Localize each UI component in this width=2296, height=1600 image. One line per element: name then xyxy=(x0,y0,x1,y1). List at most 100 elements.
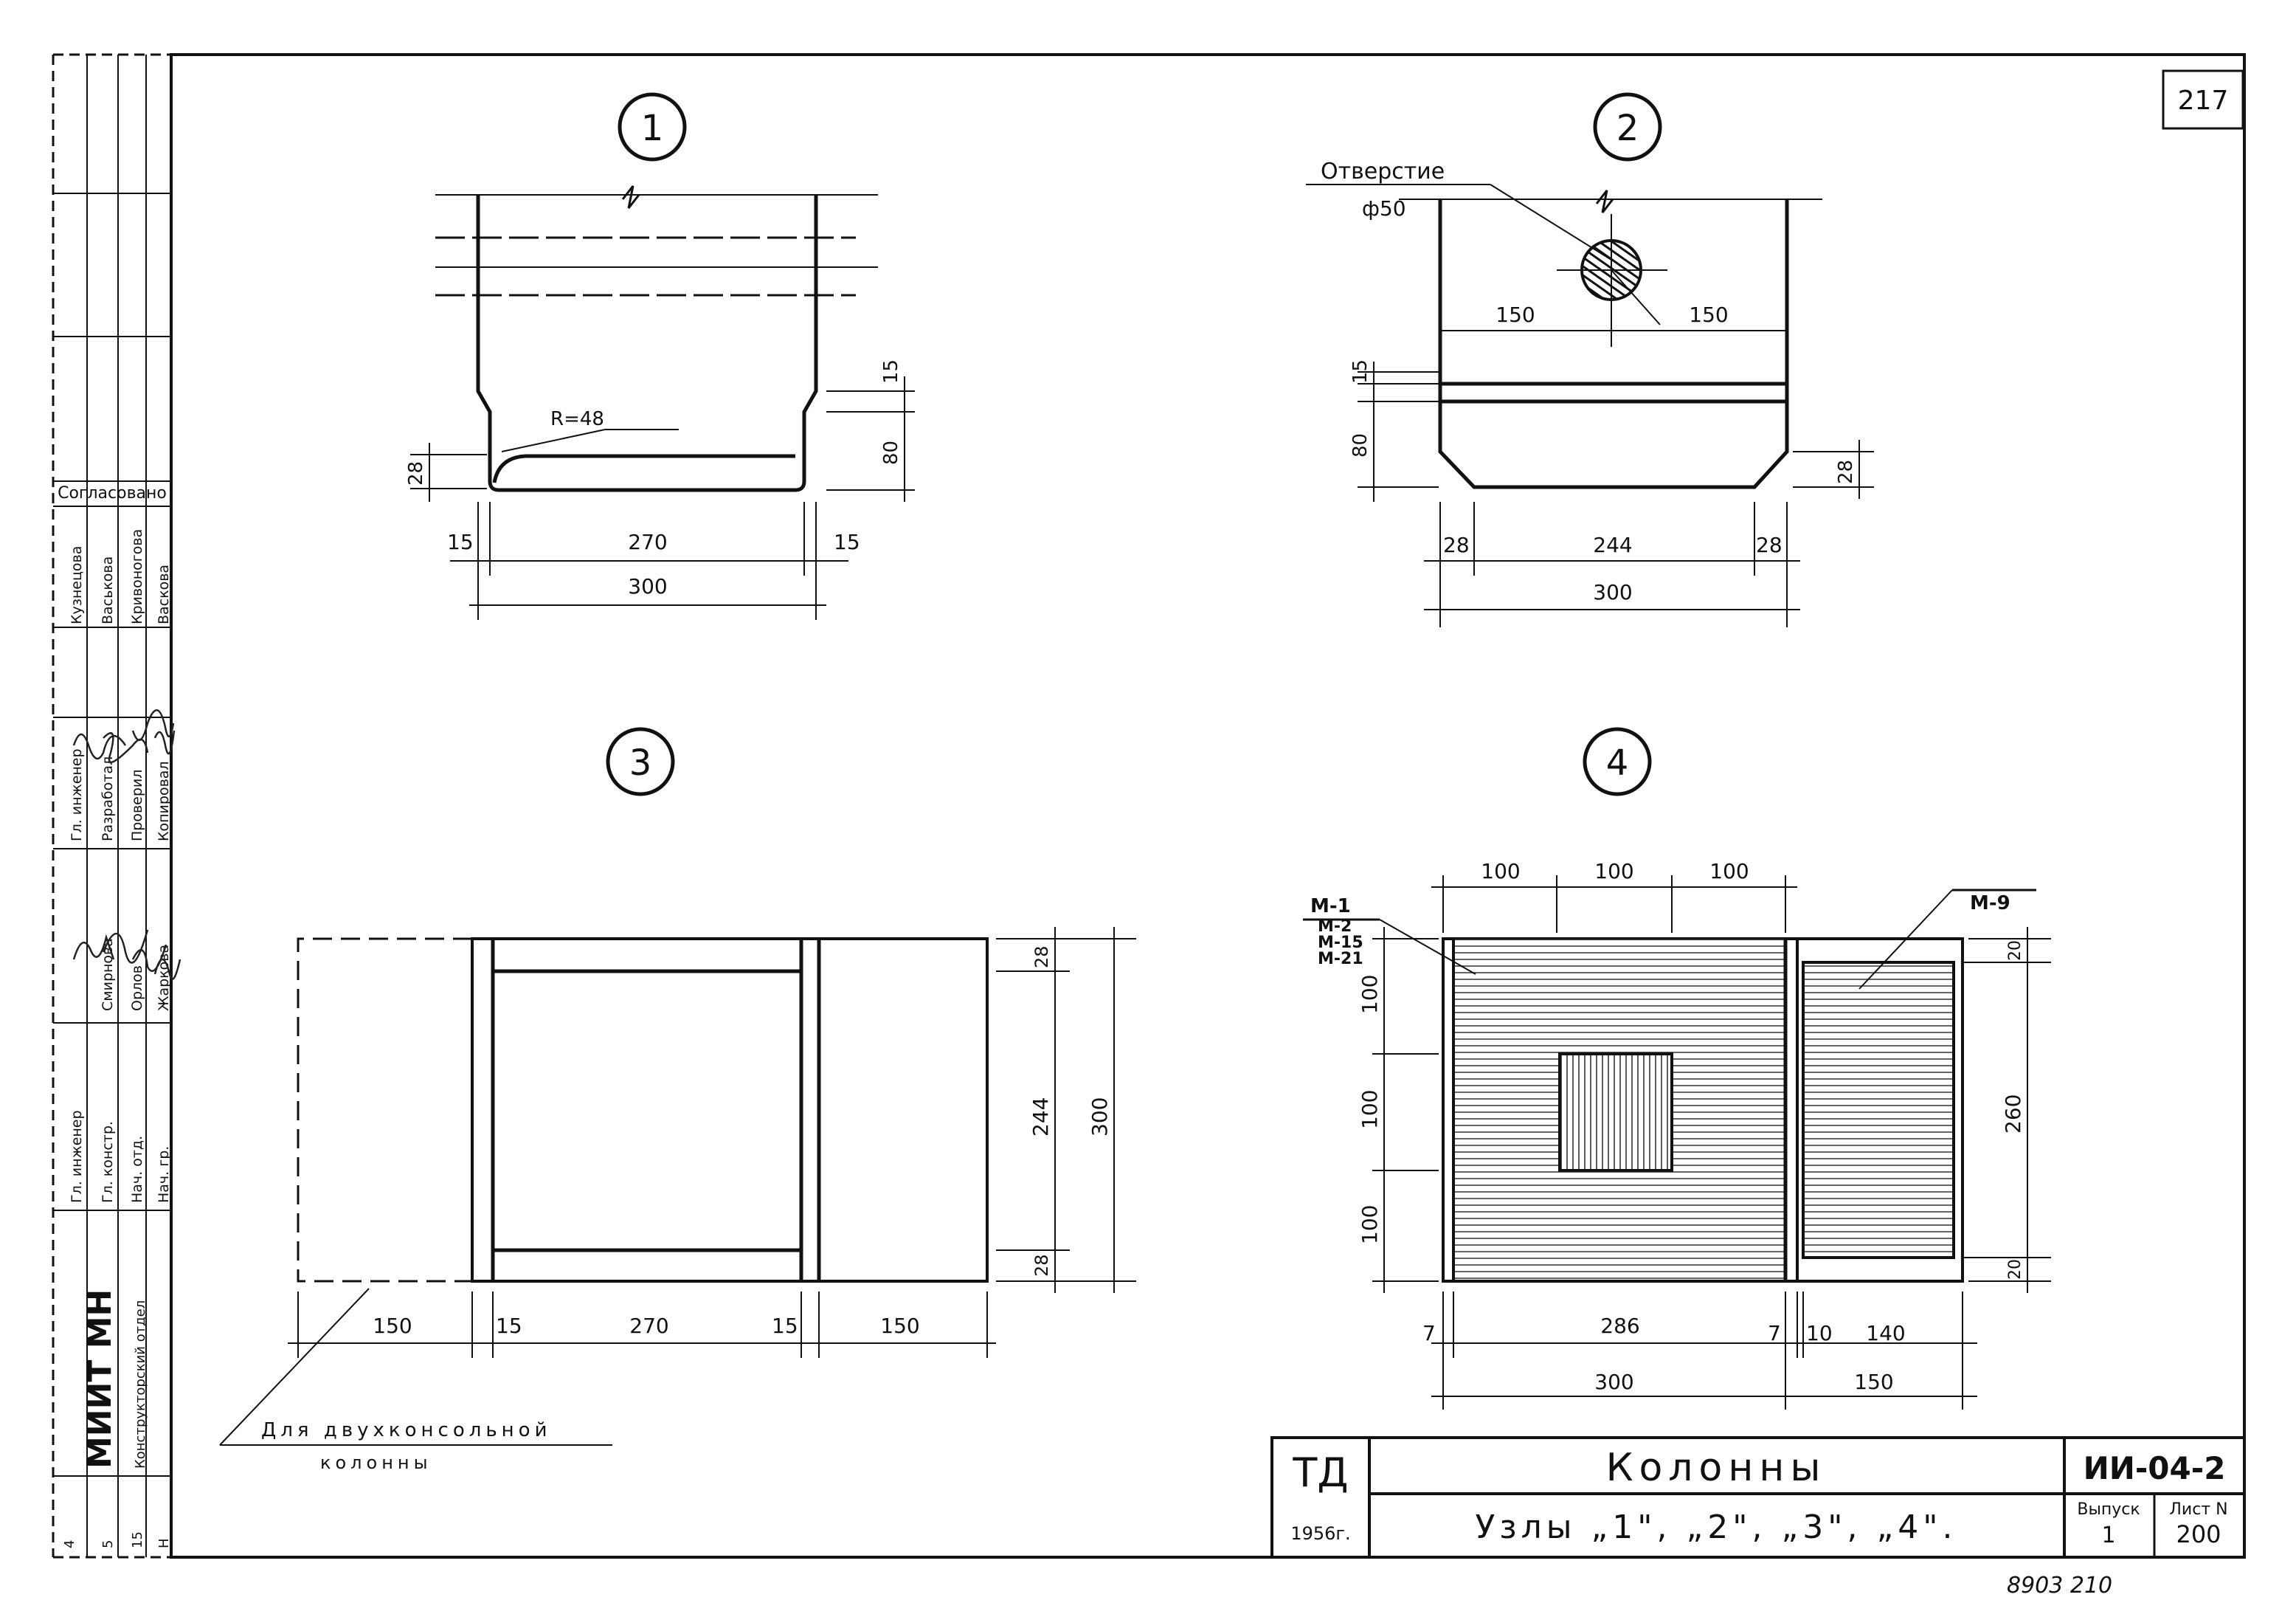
n3-dim-15b: 15 xyxy=(772,1314,798,1338)
stamp-name-7: Жаркова xyxy=(156,945,172,1011)
n2-dim-150b: 150 xyxy=(1689,303,1728,327)
mark-m9: М-9 xyxy=(1970,892,2010,914)
n4-dim-bottom-7a: 7 xyxy=(1422,1321,1436,1345)
stamp-name-6: Орлов xyxy=(129,965,145,1011)
node-1-fillet xyxy=(492,454,795,483)
stamp-institute: МИИТ МН xyxy=(81,1289,119,1469)
n3-dim-150a: 150 xyxy=(373,1314,412,1338)
break-symbol-1 xyxy=(621,185,640,209)
n1-dim-15a: 15 xyxy=(447,530,474,554)
node-3-outline xyxy=(471,937,989,1283)
n4-dim-bottom-140: 140 xyxy=(1866,1321,1905,1345)
node-4: 4 М-1 М-2 М-15 М-21 М-9 xyxy=(1303,727,2051,1410)
n4-dim-top-2: 100 xyxy=(1594,859,1633,883)
n1-dim-80: 80 xyxy=(880,441,902,465)
stamp-role-2: Разработал xyxy=(100,756,116,841)
node-1-profile xyxy=(476,195,818,492)
plate-m9 xyxy=(1802,961,1955,1259)
n2-dim-28r: 28 xyxy=(1835,460,1857,484)
stamp-role-4: Копировал xyxy=(156,761,172,841)
node-4-label: 4 xyxy=(1606,742,1629,784)
stamp-role-5: Гл. инженер xyxy=(69,1110,85,1203)
node-2: 2 Отверстие ф50 xyxy=(1306,92,1874,627)
title-sheet-no: 200 xyxy=(2176,1520,2221,1548)
node-3-dimensions xyxy=(288,927,1136,1358)
stamp-department: Конструкторский отдел xyxy=(133,1300,148,1469)
n2-dim-150a: 150 xyxy=(1495,303,1535,327)
n4-dim-right-1: 20 xyxy=(2006,940,2024,961)
stamp-role-6: Гл. констр. xyxy=(100,1121,116,1203)
n3-dim-150b: 150 xyxy=(880,1314,919,1338)
node-2-marker xyxy=(1593,92,1662,162)
n4-dim-left-1: 100 xyxy=(1358,975,1382,1014)
title-org: ТД xyxy=(1292,1449,1348,1496)
mark-m1: М-1 xyxy=(1310,895,1351,917)
n4-dim-left-3: 100 xyxy=(1358,1205,1382,1244)
hole-diameter: ф50 xyxy=(1362,196,1406,221)
cantilever-left xyxy=(297,937,472,1283)
mark-m9-leader xyxy=(1858,889,1953,990)
n4-dim-right-2: 260 xyxy=(2001,1094,2025,1134)
stamp-small-1: 4 xyxy=(62,1540,77,1548)
title-block: ТД 1956г. Колонны Узлы „1", „2", „3", „4… xyxy=(1270,1436,2246,1559)
n1-dim-28: 28 xyxy=(405,461,427,486)
node-1-marker xyxy=(618,92,687,162)
stamp-role-3: Проверил xyxy=(129,770,145,841)
n4-dim-total-300: 300 xyxy=(1594,1370,1633,1394)
n1-dim-15c: 15 xyxy=(880,359,902,384)
mark-m21: М-21 xyxy=(1318,950,1363,968)
title-sub: Узлы „1", „2", „3", „4". xyxy=(1475,1508,1957,1546)
n2-dim-15: 15 xyxy=(1349,359,1372,384)
page-number-box: 217 xyxy=(2162,69,2244,130)
n4-dim-right-3: 20 xyxy=(2006,1259,2024,1280)
n4-dim-left-2: 100 xyxy=(1358,1090,1382,1129)
node-4-marker xyxy=(1583,727,1652,796)
stamp-small-2: 5 xyxy=(100,1540,116,1548)
stamp-roles: Гл. инженер Разработал Проверил Копирова… xyxy=(69,748,172,1203)
stamp-small-4: Н xyxy=(156,1538,172,1548)
n1-dim-300: 300 xyxy=(628,574,667,599)
node-1-dimensions xyxy=(410,376,915,620)
title-issue-label: Выпуск xyxy=(2077,1500,2140,1519)
stamp-role-8: Нач. гр. xyxy=(156,1146,172,1203)
mark-m15: М-15 xyxy=(1318,934,1363,952)
n4-dim-bottom-10: 10 xyxy=(1806,1321,1833,1345)
n4-dim-bottom-286: 286 xyxy=(1600,1314,1639,1338)
n3-dim-270: 270 xyxy=(629,1314,668,1338)
footer-numbers: 8903 210 xyxy=(2007,1573,2112,1599)
n3-dim-244: 244 xyxy=(1028,1097,1053,1137)
n1-dim-15b: 15 xyxy=(834,530,860,554)
title-sheet-label: Лист N xyxy=(2169,1500,2227,1519)
side-stamp: Согласовано Кузнецова Васькова Кривоного… xyxy=(53,55,181,1557)
note-line-2: колонны xyxy=(320,1452,432,1473)
title-main: Колонны xyxy=(1606,1446,1827,1490)
node-3-marker xyxy=(606,727,675,796)
n4-dim-total-150: 150 xyxy=(1854,1370,1893,1394)
hole-title: Отверстие xyxy=(1321,159,1445,185)
n2-dim-28a: 28 xyxy=(1443,533,1470,557)
title-issue: 1 xyxy=(2101,1523,2115,1548)
n2-dim-244: 244 xyxy=(1593,533,1632,557)
title-year: 1956г. xyxy=(1290,1523,1350,1544)
n4-dim-top-1: 100 xyxy=(1481,859,1520,883)
stamp-agreed: Согласовано xyxy=(58,484,167,503)
n1-dim-270: 270 xyxy=(628,530,667,554)
stamp-name-4: Васкова xyxy=(156,565,172,624)
stamp-role-7: Нач. отд. xyxy=(129,1136,145,1203)
n4-dim-top-3: 100 xyxy=(1709,859,1749,883)
node-4-dimensions xyxy=(1372,875,2051,1410)
page-number: 217 xyxy=(2178,86,2229,116)
n3-dim-15a: 15 xyxy=(496,1314,522,1338)
title-series: ИИ-04-2 xyxy=(2084,1450,2226,1486)
n4-dim-bottom-7b: 7 xyxy=(1768,1321,1781,1345)
n2-dim-300: 300 xyxy=(1593,580,1632,604)
node-2-dimensions xyxy=(1358,362,1874,627)
stamp-name-3: Кривоногова xyxy=(129,529,145,624)
n3-dim-300: 300 xyxy=(1088,1097,1112,1137)
signatures xyxy=(72,708,181,980)
radius-label: R=48 xyxy=(550,408,604,430)
stamp-small-3: 15 xyxy=(130,1531,145,1548)
node-1-label: 1 xyxy=(641,108,664,149)
node-2-profile xyxy=(1438,199,1789,489)
